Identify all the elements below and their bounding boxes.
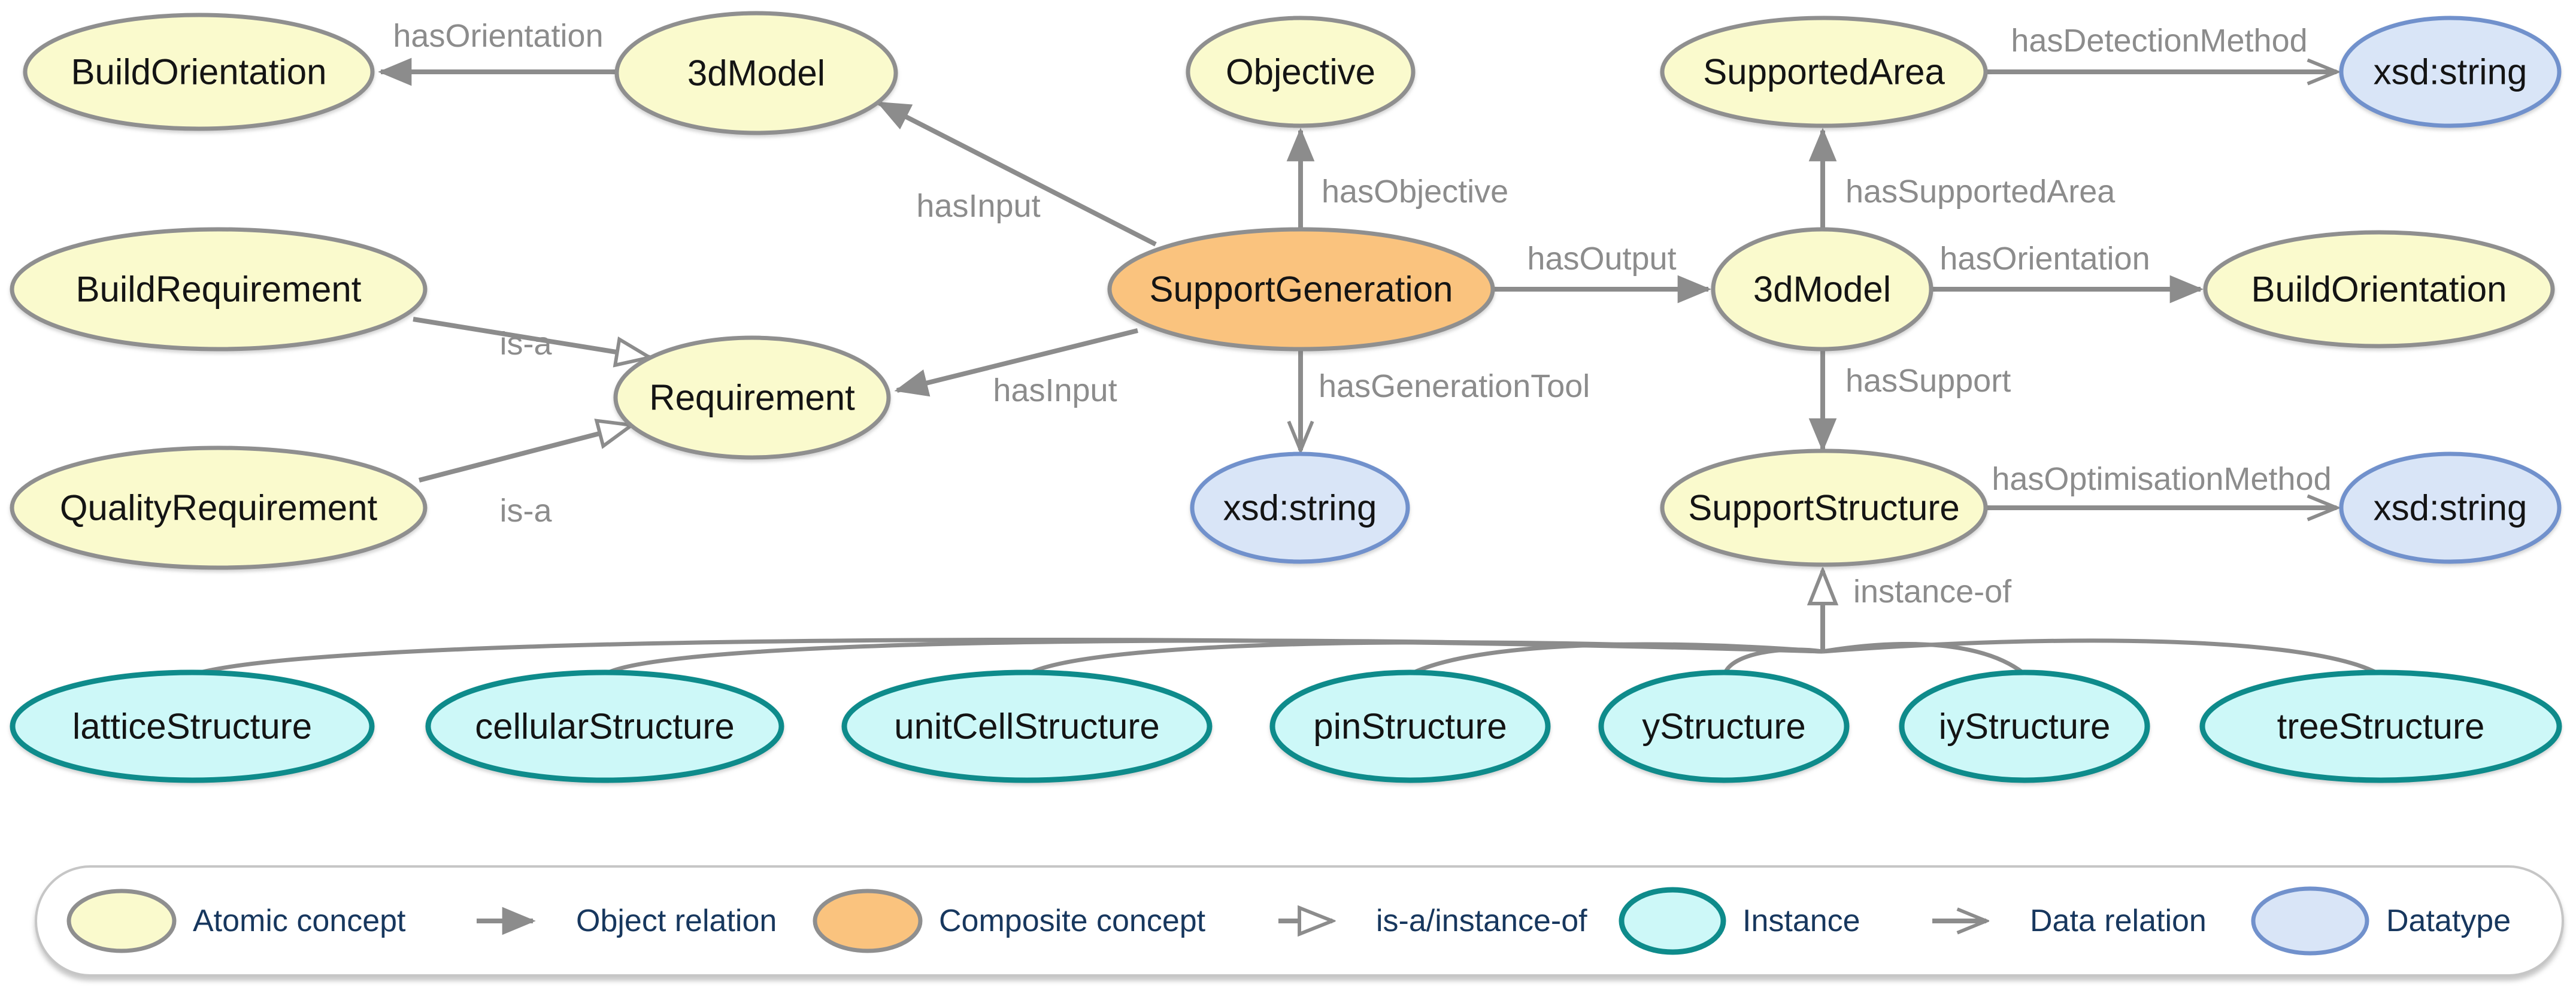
node-label: BuildOrientation bbox=[2251, 269, 2507, 310]
legend-label-isa: is-a/instance-of bbox=[1376, 904, 1587, 938]
legend-label-composite: Composite concept bbox=[939, 904, 1206, 938]
edge-hasInput-3dmodel bbox=[876, 101, 1157, 247]
node-label: Objective bbox=[1226, 52, 1375, 92]
datatype-swatch-icon bbox=[2251, 886, 2369, 956]
node-label: BuildRequirement bbox=[76, 269, 362, 310]
node-label: pinStructure bbox=[1313, 707, 1507, 747]
edge-label-hasObjective: hasObjective bbox=[1322, 174, 1508, 210]
legend-label-object-relation: Object relation bbox=[576, 904, 777, 938]
edge-label-hasGenerationTool: hasGenerationTool bbox=[1319, 368, 1590, 404]
edge-hasInput-requirement bbox=[894, 328, 1138, 397]
edge-instance-of-pin bbox=[1410, 642, 1823, 676]
node-supportstructure[interactable]: SupportStructure bbox=[1660, 448, 1988, 567]
node-label: SupportedArea bbox=[1703, 52, 1945, 92]
node-xsdstring-topright[interactable]: xsd:string bbox=[2339, 16, 2562, 128]
node-cellularstructure[interactable]: cellularStructure bbox=[425, 669, 784, 783]
edge-label-isa-build: is-a bbox=[499, 326, 552, 362]
node-supportgeneration[interactable]: SupportGeneration bbox=[1107, 227, 1495, 351]
edge-label-hasOrientation-right: hasOrientation bbox=[1939, 241, 2150, 277]
node-3dmodel-topleft[interactable]: 3dModel bbox=[614, 11, 898, 135]
node-label: treeStructure bbox=[2277, 707, 2485, 747]
node-label: 3dModel bbox=[1753, 269, 1891, 310]
nodes-layer: BuildOrientation 3dModel Objective Suppo… bbox=[10, 11, 2562, 783]
edge-label-hasDetectionMethod: hasDetectionMethod bbox=[2011, 23, 2307, 59]
node-label: xsd:string bbox=[2374, 52, 2527, 92]
edge-instance-of-tree bbox=[1822, 638, 2380, 676]
node-ystructure[interactable]: yStructure bbox=[1598, 669, 1850, 783]
node-3dmodel-right[interactable]: 3dModel bbox=[1711, 227, 1933, 351]
node-requirement[interactable]: Requirement bbox=[613, 335, 891, 460]
edge-label-hasInput-3dmodel: hasInput bbox=[916, 188, 1040, 224]
edge-label-hasSupport: hasSupport bbox=[1845, 363, 2011, 399]
edge-isa-qualityrequirement bbox=[418, 425, 632, 483]
node-objective[interactable]: Objective bbox=[1186, 16, 1416, 128]
composite-concept-swatch-icon bbox=[813, 889, 923, 953]
instance-swatch-icon bbox=[1619, 887, 1726, 955]
edges-layer bbox=[195, 57, 2380, 676]
node-label: 3dModel bbox=[687, 53, 825, 93]
edge-label-hasOptimisationMethod: hasOptimisationMethod bbox=[1992, 461, 2331, 497]
edge-isa-buildrequirement bbox=[413, 317, 650, 357]
legend-label-datatype: Datatype bbox=[2386, 904, 2511, 938]
legend-label-instance: Instance bbox=[1742, 904, 1860, 938]
atomic-concept-swatch-icon bbox=[66, 889, 177, 953]
node-label: latticeStructure bbox=[72, 707, 312, 747]
node-buildorientation-right[interactable]: BuildOrientation bbox=[2203, 230, 2555, 348]
node-label: BuildOrientation bbox=[71, 52, 327, 92]
edge-instance-of-y bbox=[1723, 647, 1823, 674]
node-label: SupportStructure bbox=[1688, 488, 1960, 528]
node-buildrequirement[interactable]: BuildRequirement bbox=[10, 227, 428, 351]
legend-label-atomic: Atomic concept bbox=[193, 904, 406, 938]
node-label: QualityRequirement bbox=[60, 488, 378, 528]
node-label: SupportGeneration bbox=[1149, 269, 1453, 310]
legend-label-data-relation: Data relation bbox=[2030, 904, 2207, 938]
edge-label-hasOutput: hasOutput bbox=[1527, 241, 1676, 277]
edge-label-hasOrientation-left: hasOrientation bbox=[393, 18, 603, 54]
node-pinstructure[interactable]: pinStructure bbox=[1269, 669, 1551, 783]
node-qualityrequirement[interactable]: QualityRequirement bbox=[10, 446, 428, 570]
edge-label-hasSupportedArea: hasSupportedArea bbox=[1845, 174, 2116, 210]
node-xsdstring-mid[interactable]: xsd:string bbox=[1190, 451, 1410, 564]
node-label: iyStructure bbox=[1939, 707, 2111, 747]
node-label: xsd:string bbox=[2374, 488, 2527, 528]
legend: Atomic concept Object relation Composite… bbox=[35, 865, 2564, 977]
node-iystructure[interactable]: iyStructure bbox=[1899, 669, 2150, 783]
node-label: yStructure bbox=[1642, 707, 1805, 747]
edge-labels-layer: hasOrientation hasInput hasObjective has… bbox=[393, 18, 2331, 610]
node-supportedarea[interactable]: SupportedArea bbox=[1660, 16, 1988, 128]
node-buildorientation-topleft[interactable]: BuildOrientation bbox=[23, 13, 375, 131]
node-label: Requirement bbox=[649, 378, 855, 418]
node-xsdstring-right[interactable]: xsd:string bbox=[2339, 451, 2562, 564]
node-unitcellstructure[interactable]: unitCellStructure bbox=[841, 669, 1213, 783]
edge-label-hasInput-requirement: hasInput bbox=[993, 372, 1117, 408]
node-latticestructure[interactable]: latticeStructure bbox=[10, 669, 375, 783]
node-label: xsd:string bbox=[1223, 488, 1377, 528]
edge-label-instance-of: instance-of bbox=[1853, 574, 2012, 610]
edge-label-isa-quality: is-a bbox=[499, 493, 552, 529]
node-label: unitCellStructure bbox=[894, 707, 1160, 747]
node-treestructure[interactable]: treeStructure bbox=[2199, 669, 2562, 783]
node-label: cellularStructure bbox=[475, 707, 735, 747]
